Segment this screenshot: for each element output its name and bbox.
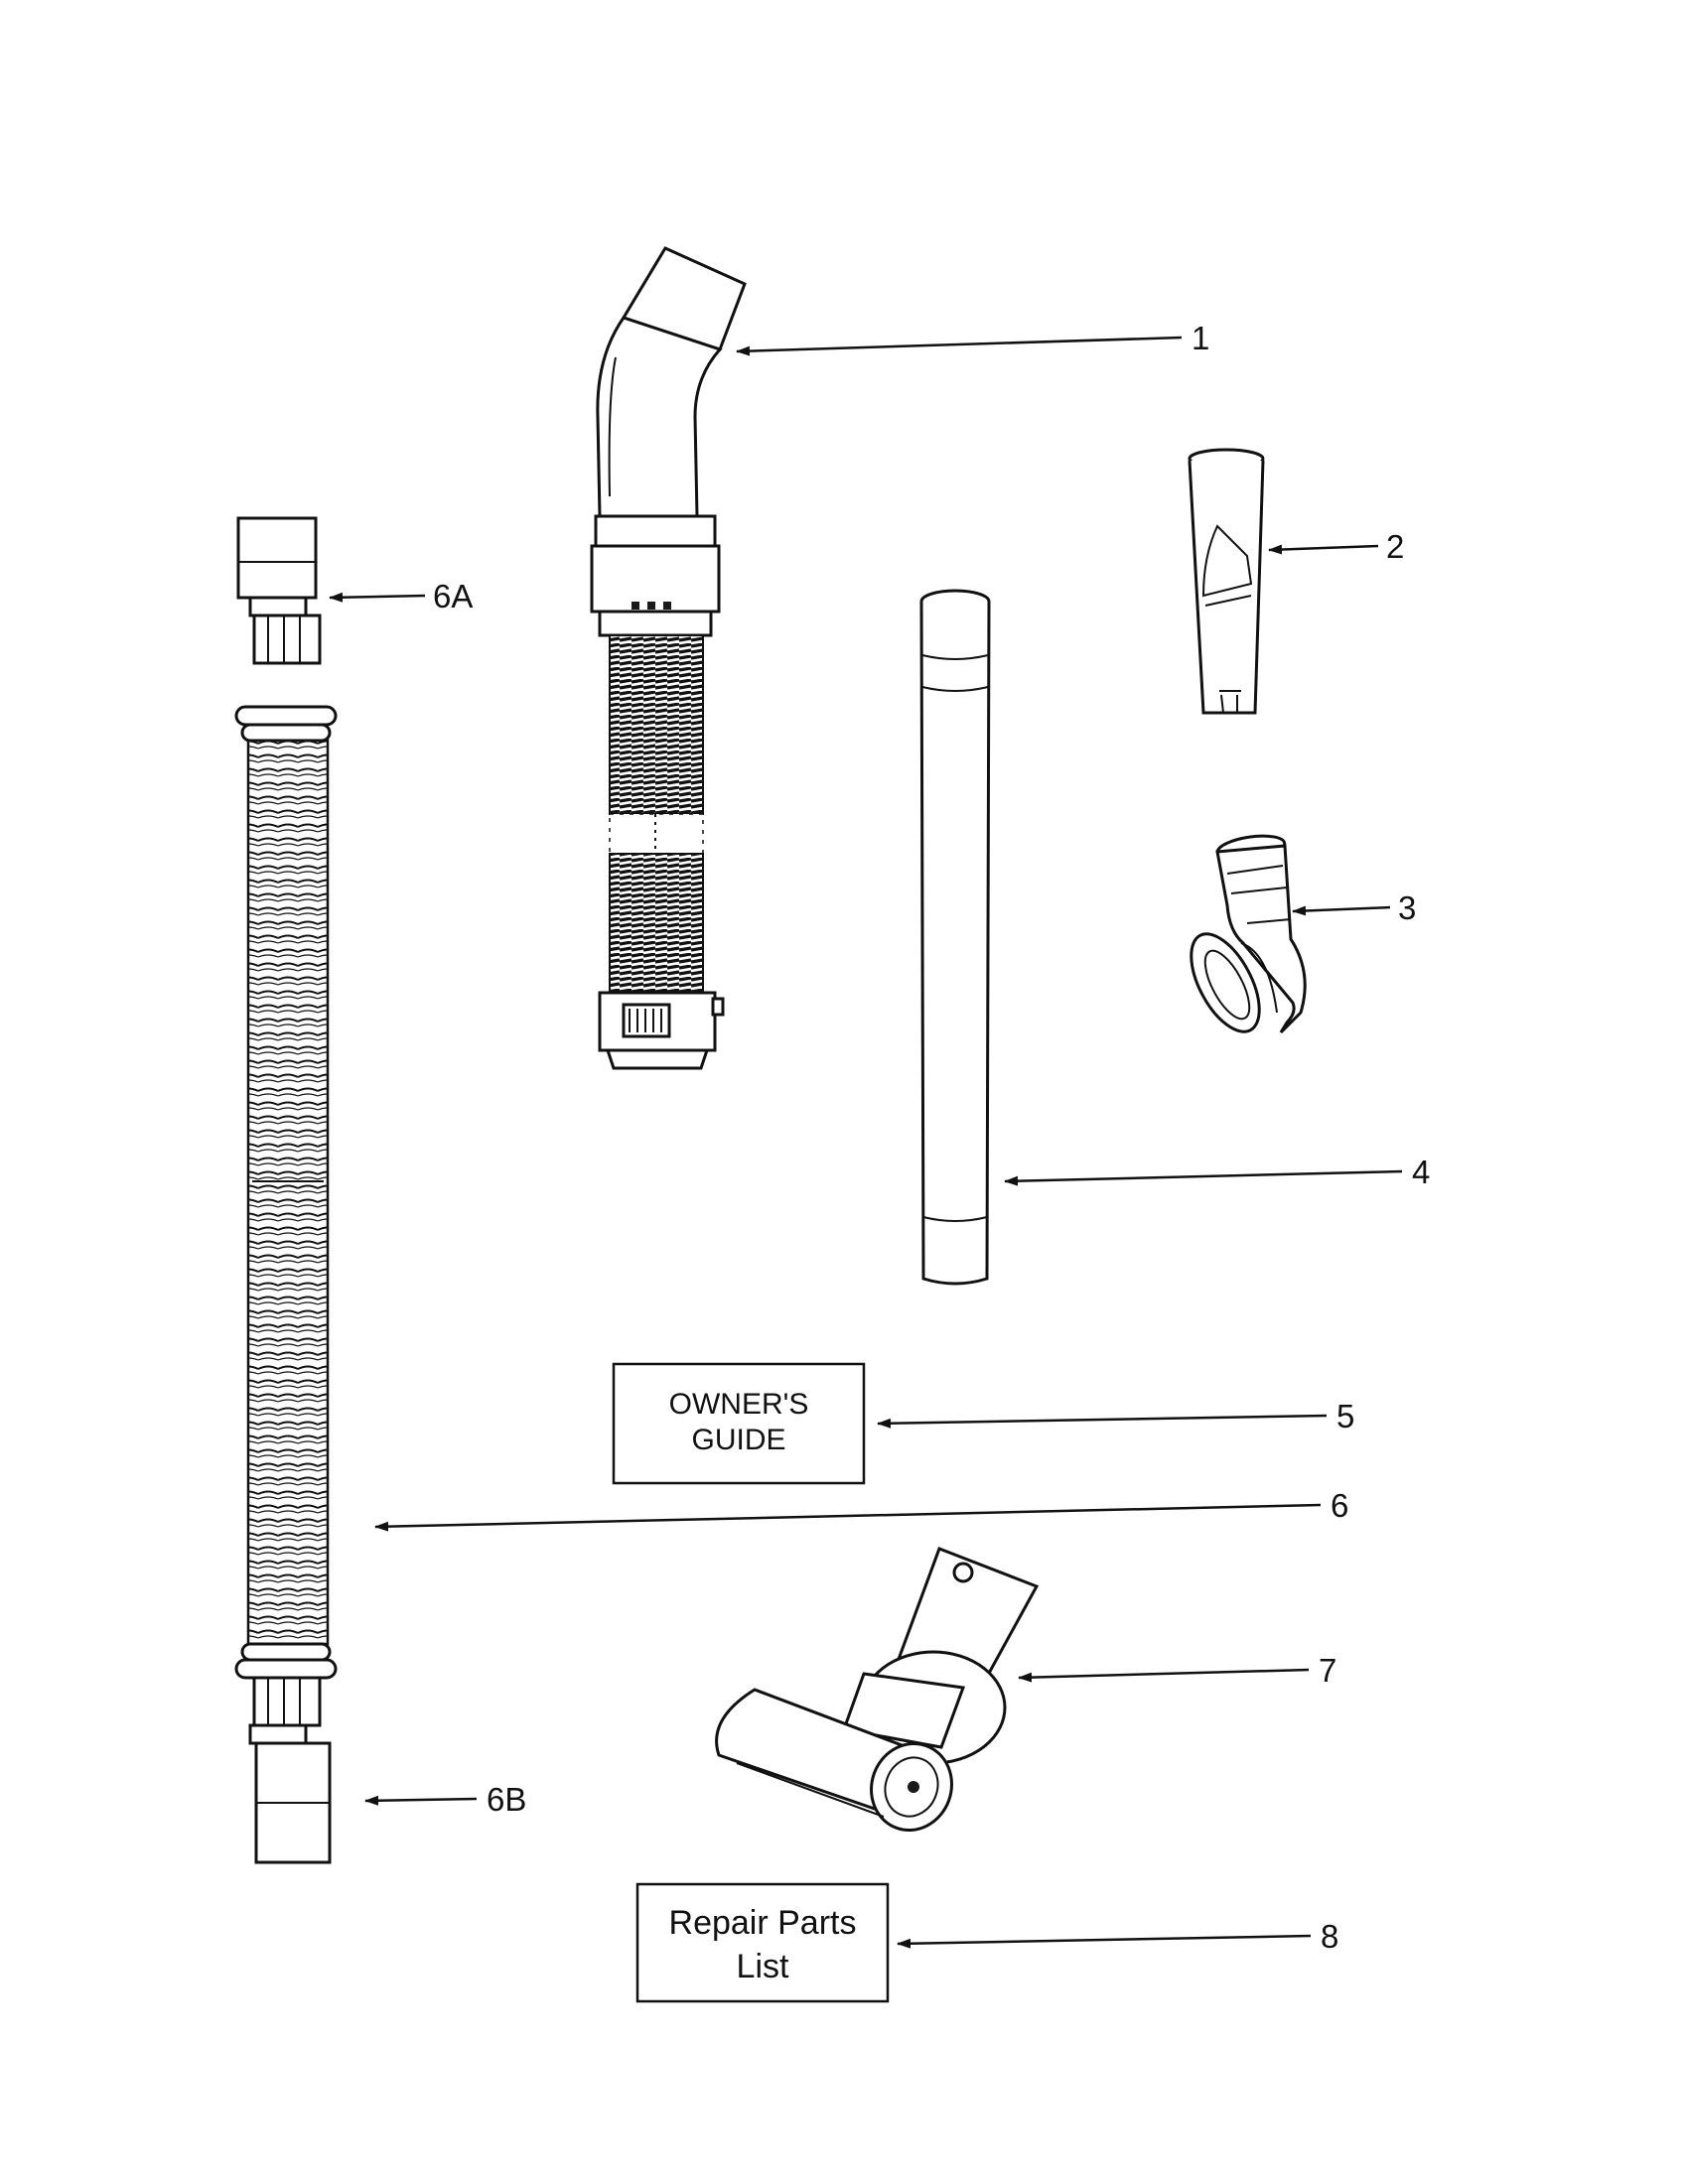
callout-1: 1 [1192, 320, 1209, 356]
owners-guide-box: OWNER'S GUIDE [612, 1362, 866, 1485]
callout-6: 6 [1331, 1487, 1348, 1524]
part-3-dusting-tool [1190, 834, 1307, 1034]
leader-1 [736, 336, 1183, 356]
repair-parts-line1: Repair Parts [669, 1904, 857, 1942]
leader-4 [1004, 1169, 1403, 1186]
leader-lines [329, 336, 1403, 1949]
leader-6a [329, 592, 426, 603]
callout-3: 3 [1398, 889, 1416, 926]
leader-2 [1268, 544, 1379, 555]
part-6-hose [234, 516, 338, 1864]
leader-8 [897, 1934, 1312, 1949]
owners-guide-line2: GUIDE [691, 1424, 785, 1456]
callout-4: 4 [1412, 1154, 1430, 1190]
callout-7: 7 [1319, 1652, 1336, 1689]
part-7-turbo-brush [715, 1547, 1040, 1833]
part-2-crevice-tool [1188, 448, 1265, 715]
part-4-extension-wand [919, 589, 991, 1286]
callout-5: 5 [1336, 1398, 1354, 1434]
leader-6b [364, 1795, 478, 1806]
callout-2: 2 [1386, 528, 1404, 565]
callout-8: 8 [1321, 1918, 1338, 1955]
callout-6a: 6A [433, 578, 473, 614]
callout-6b: 6B [487, 1781, 526, 1818]
repair-parts-list-box: Repair Parts List [635, 1882, 890, 2003]
leader-3 [1292, 905, 1391, 916]
leader-5 [877, 1414, 1328, 1429]
callout-labels: 1 2 3 4 5 6 6A 6B 7 8 [433, 320, 1430, 1955]
leader-7 [1018, 1668, 1310, 1683]
part-1-curved-wand [590, 246, 747, 1070]
owners-guide-line1: OWNER'S [669, 1388, 809, 1421]
repair-parts-line2: List [737, 1948, 789, 1985]
leader-6 [374, 1503, 1322, 1532]
